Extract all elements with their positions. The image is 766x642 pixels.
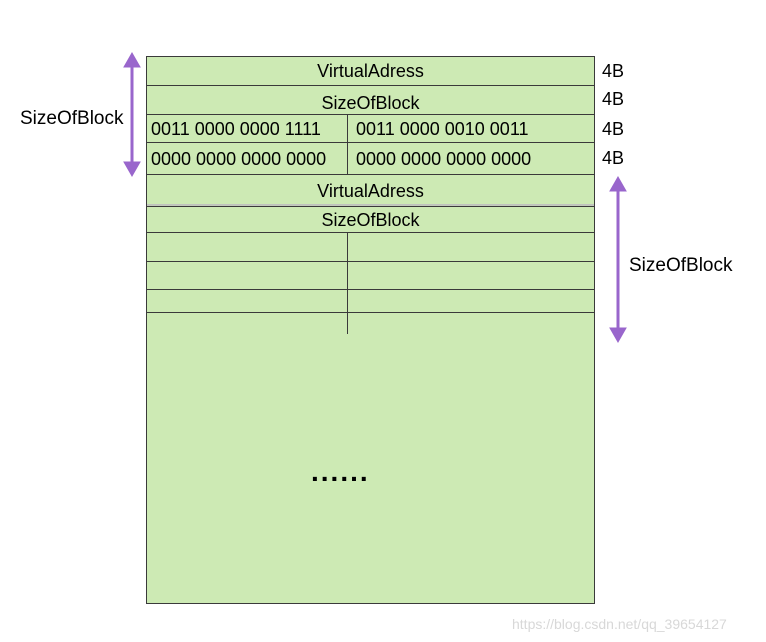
size-label-4b: 4B <box>602 119 625 139</box>
continuation-dots: ...... <box>311 456 370 487</box>
entry-2-1-text: 0000 0000 0000 0000 <box>151 148 327 169</box>
left-size-of-block-label: SizeOfBlock <box>20 108 124 129</box>
entry-1-1-text: 0011 0000 0000 1111 <box>151 118 321 139</box>
block1-size-of-block-text: SizeOfBlock <box>321 93 420 113</box>
remaining-blocks-area <box>146 334 595 604</box>
block2-virtual-address-text: VirtualAdress <box>317 180 424 201</box>
entry-2-2-text: 0000 0000 0000 0000 <box>356 148 532 169</box>
block2-entry-cell <box>347 261 595 290</box>
right-size-of-block-label: SizeOfBlock <box>629 255 733 276</box>
block2-entry-cell <box>146 289 348 313</box>
size-label-4b: 4B <box>602 148 625 168</box>
right-double-arrow-icon <box>609 175 627 344</box>
block1-virtual-address-text: VirtualAdress <box>317 61 424 81</box>
left-double-arrow-icon <box>123 51 141 178</box>
watermark: https://blog.csdn.net/qq_39654127 <box>512 616 727 632</box>
block2-size-of-block-cell: SizeOfBlock <box>146 206 595 233</box>
block1-virtual-address-cell: VirtualAdress <box>146 56 595 86</box>
block1-entry-2-1: 0000 0000 0000 0000 <box>146 142 348 175</box>
block2-size-of-block-text: SizeOfBlock <box>321 209 420 230</box>
block2-virtual-address-cell: VirtualAdress <box>146 174 595 207</box>
block1-entry-1-1: 0011 0000 0000 1111 <box>146 114 348 143</box>
block2-entry-cell <box>347 289 595 313</box>
block1-entry-2-2: 0000 0000 0000 0000 <box>347 142 595 175</box>
size-label-4b: 4B <box>602 89 625 109</box>
size-label-4b: 4B <box>602 61 625 81</box>
entry-1-2-text: 0011 0000 0010 0011 <box>356 118 529 139</box>
block2-entry-cell <box>146 261 348 290</box>
